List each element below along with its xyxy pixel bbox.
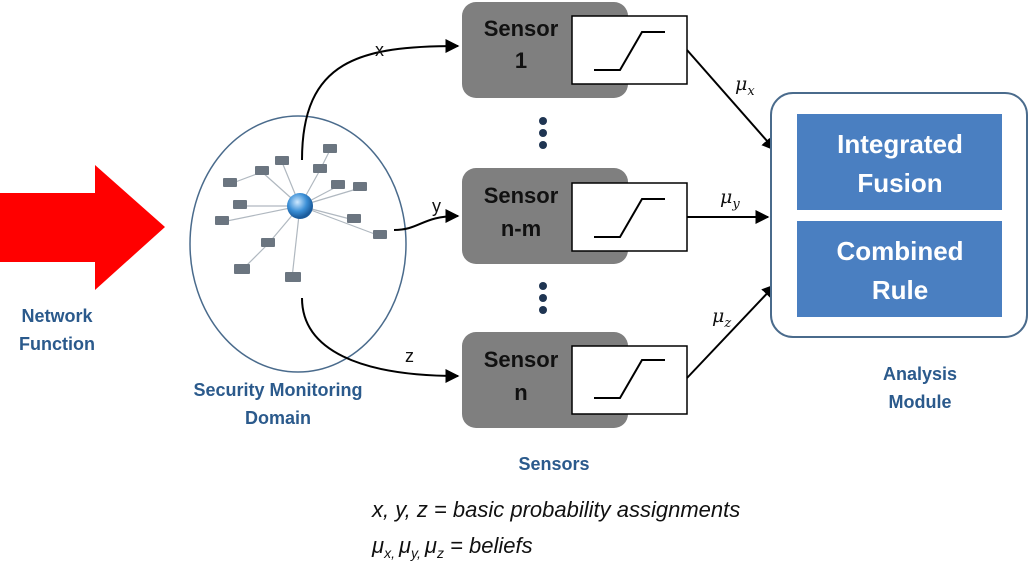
sensor-n-threshold-curve xyxy=(594,359,665,399)
edge-y xyxy=(393,209,460,231)
legend-line1: x, y, z = basic probability assignments xyxy=(371,497,740,522)
monitoring-domain-label-line1: Security Monitoring xyxy=(193,380,362,400)
sensor-n-m-label-line2: n-m xyxy=(501,216,541,241)
sensor-n-label-line1: Sensor xyxy=(484,347,559,372)
sensors-caption: Sensors xyxy=(518,454,589,474)
integrated-fusion-box xyxy=(797,114,1002,210)
mu-z-label: μz xyxy=(712,305,731,331)
monitoring-domain-label-line2: Domain xyxy=(245,408,311,428)
edge-y-label: y xyxy=(432,196,441,216)
mu-x-label: μx xyxy=(735,73,755,99)
network-function-label-line2: Function xyxy=(19,334,95,354)
network-graph-icon xyxy=(215,144,387,282)
sensor-n-m-threshold-curve xyxy=(594,198,665,238)
sensor-n-label-line2: n xyxy=(514,380,527,405)
analysis-module-caption-line2: Module xyxy=(889,392,952,412)
edge-z-label: z xyxy=(405,346,414,366)
monitoring-domain-ellipse xyxy=(189,115,407,373)
edge-x-label: x xyxy=(375,40,384,60)
combined-rule-box xyxy=(797,221,1002,317)
integrated-fusion-line2: Fusion xyxy=(857,168,942,198)
sensor-n-m-label-line1: Sensor xyxy=(484,183,559,208)
combined-rule-line1: Combined xyxy=(836,236,963,266)
ellipsis-dots-upper xyxy=(539,117,547,149)
analysis-module-caption-line1: Analysis xyxy=(883,364,957,384)
edge-mu-x xyxy=(686,49,776,152)
edge-z xyxy=(301,297,460,383)
sensor-1-label-line2: 1 xyxy=(515,48,527,73)
legend-line2: μx,μy,μz = beliefs xyxy=(371,533,533,561)
mu-y-label: μy xyxy=(720,186,740,212)
sensor-1: Sensor 1 xyxy=(462,2,688,98)
sensor-1-label-line1: Sensor xyxy=(484,16,559,41)
network-function-label-line1: Network xyxy=(21,306,93,326)
ellipsis-dots-lower xyxy=(539,282,547,314)
integrated-fusion-line1: Integrated xyxy=(837,129,963,159)
edge-mu-z xyxy=(686,283,776,379)
sensor-n-m: Sensor n-m xyxy=(462,168,688,264)
sensor-1-threshold-box xyxy=(571,15,688,85)
combined-rule-line2: Rule xyxy=(872,275,928,305)
edge-x xyxy=(301,39,460,161)
sensor-n-m-threshold-box xyxy=(571,182,688,252)
sensor-n: Sensor n xyxy=(462,332,688,428)
analysis-module: Integrated Fusion Combined Rule xyxy=(770,92,1028,338)
sensor-1-threshold-curve xyxy=(594,31,665,71)
network-function-arrow xyxy=(0,165,165,290)
